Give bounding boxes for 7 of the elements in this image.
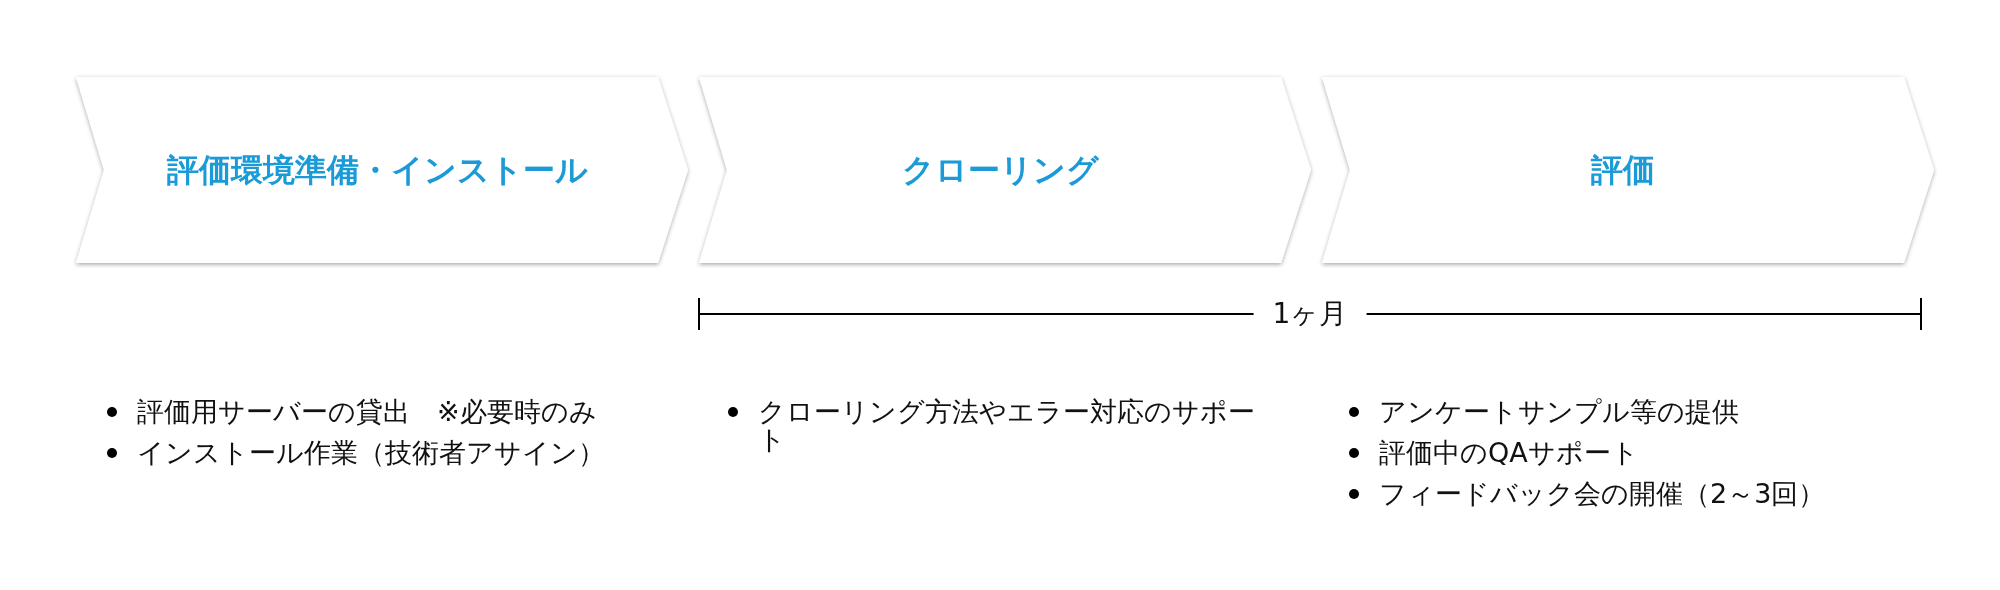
list-item-text: インストール作業（技術者アサイン） [137, 439, 605, 468]
list-item-text: 評価中のQAサポート [1379, 439, 1639, 468]
list-item-text: クローリング方法やエラー対応のサポート [758, 398, 1256, 455]
list-item-text: フィードバック会の開催（2～3回） [1379, 480, 1826, 509]
list-item-text: 評価用サーバーの貸出 ※必要時のみ [137, 398, 597, 427]
list-item-text: アンケートサンプル等の提供 [1379, 398, 1739, 427]
dimension-label: 1ヶ月 [1253, 298, 1367, 330]
